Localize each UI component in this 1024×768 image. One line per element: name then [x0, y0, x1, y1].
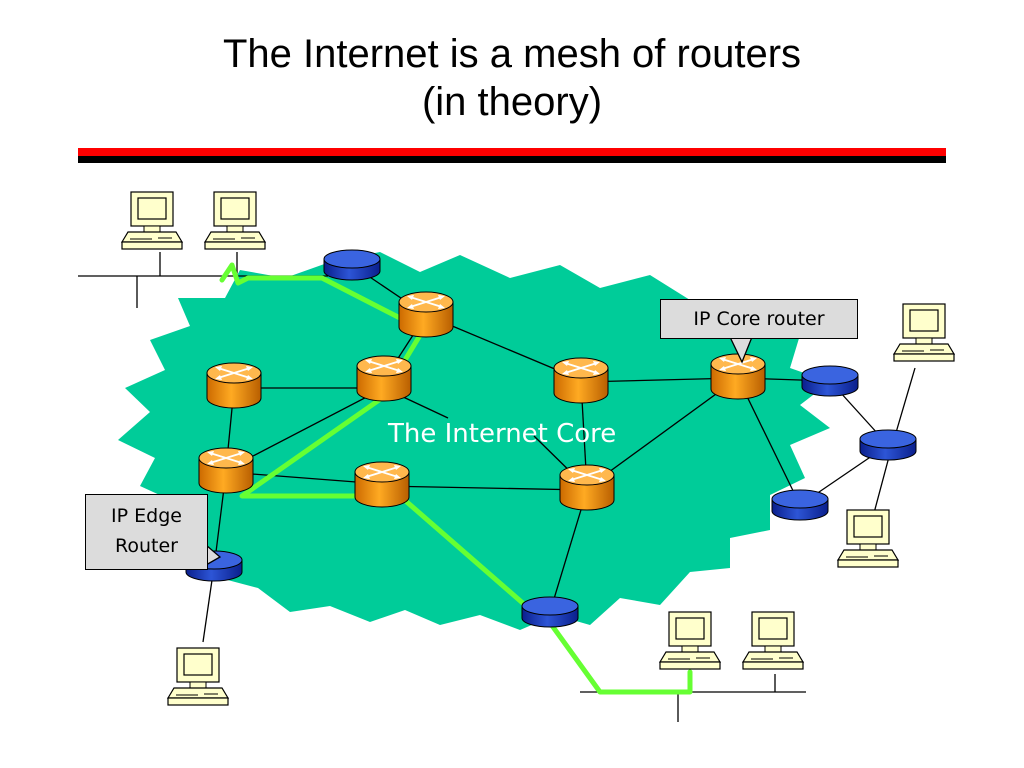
edge-router-right-2[interactable]	[859, 429, 917, 461]
edge-router-bottom[interactable]	[521, 596, 579, 628]
core-router-8[interactable]	[559, 464, 615, 511]
core-router-5[interactable]	[710, 353, 766, 400]
host-bottom-2[interactable]	[742, 611, 804, 670]
slide-title: The Internet is a mesh of routers (in th…	[0, 30, 1024, 126]
edge-router-right-1[interactable]	[801, 365, 859, 397]
core-router-1[interactable]	[398, 291, 454, 338]
host-top-left-2[interactable]	[204, 191, 266, 250]
host-right-top[interactable]	[893, 303, 955, 362]
title-rule-red	[78, 148, 946, 156]
edge-callout-line-1: IP Edge	[111, 505, 182, 527]
internet-core-cloud	[118, 252, 830, 630]
core-router-6[interactable]	[198, 447, 254, 494]
internet-core-label: The Internet Core	[388, 419, 617, 449]
core-router-callout: IP Core router	[660, 299, 858, 339]
core-router-7[interactable]	[354, 461, 410, 508]
edge-router-right-3[interactable]	[771, 489, 829, 521]
edge-router-callout: IP Edge Router	[85, 494, 208, 570]
host-bottom-left[interactable]	[167, 647, 229, 706]
core-router-3[interactable]	[356, 355, 412, 402]
host-bottom-1[interactable]	[659, 611, 721, 670]
title-rule-black	[78, 156, 946, 163]
host-right-bottom[interactable]	[837, 509, 899, 568]
core-router-4[interactable]	[553, 357, 609, 404]
core-router-2[interactable]	[206, 362, 262, 409]
host-top-left-1[interactable]	[121, 191, 183, 250]
edge-callout-line-2: Router	[115, 535, 178, 557]
edge-router-top[interactable]	[323, 249, 381, 281]
title-line-1: The Internet is a mesh of routers	[222, 32, 802, 76]
title-line-2: (in theory)	[421, 80, 603, 124]
